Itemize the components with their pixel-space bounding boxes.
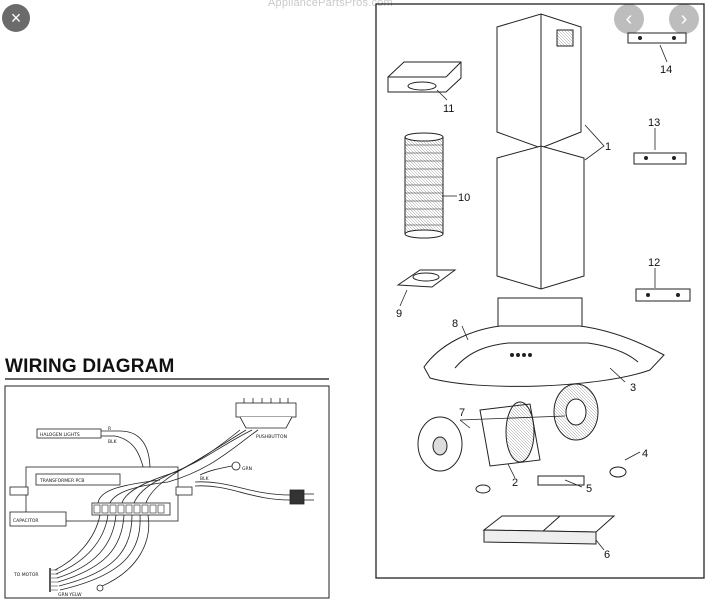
part-label-10: 10 <box>458 192 470 204</box>
part-14-bracket <box>627 32 687 44</box>
part-label-1: 1 <box>605 141 611 153</box>
exploded-view-frame <box>375 3 705 579</box>
part-label-11: 11 <box>443 103 454 115</box>
part-4-5-small-parts <box>475 466 627 494</box>
part-1-chimney-cover <box>496 13 585 290</box>
previous-image-button[interactable]: ‹ <box>614 4 644 34</box>
part-2-blower-motor <box>417 383 599 472</box>
part-label-7: 7 <box>459 407 465 419</box>
part-9-flange <box>396 269 457 288</box>
part-label-8: 8 <box>452 318 458 330</box>
halogen-lights-box <box>36 428 102 439</box>
halogen-lights-label: HALOGEN LIGHTS <box>40 432 80 438</box>
part-number-labels: 1 2 3 4 5 6 7 8 9 10 11 12 13 14 <box>396 64 672 561</box>
part-label-2: 2 <box>512 477 518 489</box>
capacitor-box <box>9 511 67 527</box>
watermark: AppliancePartsPros.com <box>268 0 393 9</box>
capacitor-label: CAPACITOR <box>13 518 39 524</box>
transformer-pcb-label: TRANSFORMER PCB <box>39 478 84 484</box>
to-motor-label: TO MOTOR <box>13 572 39 578</box>
part-11-duct-adapter <box>387 61 462 93</box>
part-13-bracket <box>633 152 687 165</box>
wiring-diagram-frame <box>4 385 330 599</box>
part-label-5: 5 <box>586 483 592 495</box>
leader-lines <box>399 44 668 551</box>
r-label: R <box>108 426 111 432</box>
terminal-strip <box>91 502 171 516</box>
part-12-bracket <box>635 288 691 302</box>
wiring-labels: HALOGEN LIGHTS TRANSFORMER PCB CAPACITOR… <box>13 426 287 598</box>
part-label-3: 3 <box>630 382 636 394</box>
grn-label: GRN <box>242 466 252 472</box>
part-8-hood-body <box>423 297 665 387</box>
part-10-flexible-duct <box>404 132 444 239</box>
wiring-diagram-title: WIRING DIAGRAM <box>5 356 175 377</box>
part-label-12: 12 <box>648 257 660 269</box>
blk-label-2: BLK <box>108 439 118 445</box>
part-label-9: 9 <box>396 308 402 320</box>
part-label-13: 13 <box>648 117 660 129</box>
close-icon[interactable]: × <box>2 4 30 32</box>
part-label-14: 14 <box>660 64 672 76</box>
next-image-button[interactable]: › <box>669 4 699 34</box>
pushbutton-label: PUSHBUTTON <box>256 434 287 440</box>
pushbutton-box <box>235 402 297 418</box>
wiring-diagram <box>9 398 314 592</box>
part-label-4: 4 <box>642 448 648 460</box>
blk-label: BLK <box>200 476 210 482</box>
part-6-grease-filter <box>482 515 616 545</box>
grn-yelw-label: GRN YELW <box>58 592 82 598</box>
part-label-6: 6 <box>604 549 610 561</box>
